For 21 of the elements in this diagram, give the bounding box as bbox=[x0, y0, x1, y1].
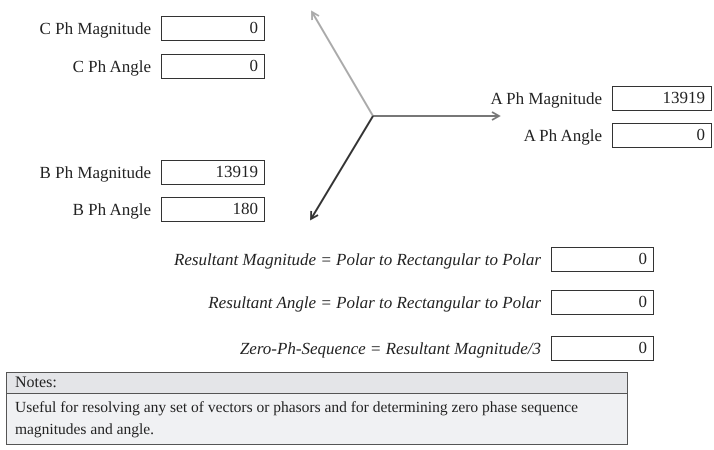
value-field: 0 bbox=[551, 247, 654, 272]
field-label: Resultant Magnitude = Polar to Rectangular to Polar bbox=[174, 249, 541, 271]
field-label: C Ph Magnitude bbox=[40, 18, 151, 40]
field-label: B Ph Angle bbox=[72, 199, 151, 221]
value-field: 0 bbox=[161, 54, 265, 79]
field-label: B Ph Magnitude bbox=[40, 162, 151, 184]
value-field: 13919 bbox=[612, 86, 712, 111]
value-field: 0 bbox=[612, 123, 712, 148]
value-field: 13919 bbox=[161, 160, 265, 185]
value-field: 0 bbox=[161, 16, 265, 41]
value-field: 180 bbox=[161, 197, 265, 222]
notes-panel bbox=[6, 372, 628, 445]
field-label: Zero-Ph-Sequence = Resultant Magnitude/3 bbox=[240, 338, 541, 360]
value-field: 0 bbox=[551, 290, 654, 315]
notes-text: Useful for resolving any set of vectors or phasors and for determining zero phase sequence magnitudes and angle. bbox=[14, 398, 579, 440]
value-field: 0 bbox=[551, 336, 654, 361]
field-label: A Ph Angle bbox=[524, 125, 602, 147]
field-label: Resultant Angle = Polar to Rectangular to Polar bbox=[208, 292, 541, 314]
notes-heading: Notes: bbox=[7, 373, 627, 394]
field-label: A Ph Magnitude bbox=[490, 88, 602, 110]
field-label: C Ph Angle bbox=[72, 56, 151, 78]
